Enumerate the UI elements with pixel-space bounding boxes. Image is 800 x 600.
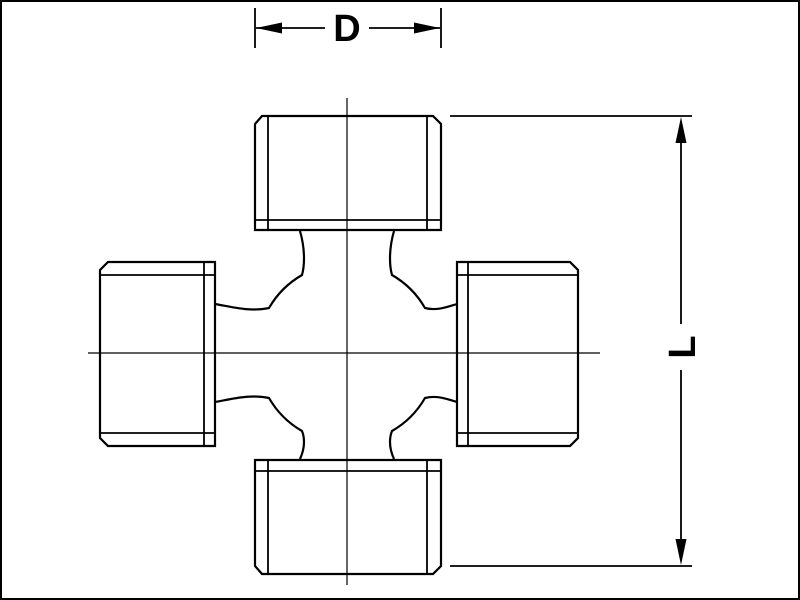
bottom-cup-outline bbox=[253, 458, 443, 576]
hub-fillet-bottom-right bbox=[388, 395, 458, 460]
length-dimension-label: L bbox=[662, 335, 704, 358]
center-axes bbox=[88, 98, 600, 585]
bottom-bearing-cup bbox=[253, 458, 443, 576]
central-hub bbox=[214, 230, 458, 460]
top-cup-outline bbox=[253, 114, 443, 232]
hub-fillet-bottom-left bbox=[214, 395, 306, 460]
right-cup-outline bbox=[455, 260, 580, 448]
left-cup-outline bbox=[98, 260, 217, 448]
diameter-dimension-label: D bbox=[333, 8, 360, 50]
hub-fillet-top-left bbox=[214, 230, 306, 311]
right-bearing-cup bbox=[455, 260, 580, 448]
left-arrowhead-icon bbox=[256, 22, 282, 34]
top-bearing-cup bbox=[253, 114, 443, 232]
left-bearing-cup bbox=[98, 260, 217, 448]
up-arrowhead-icon bbox=[675, 117, 687, 143]
length-dimension: L bbox=[450, 115, 704, 567]
diameter-dimension: D bbox=[254, 8, 442, 50]
hub-fillet-top-right bbox=[388, 230, 458, 311]
right-arrowhead-icon bbox=[414, 22, 440, 34]
down-arrowhead-icon bbox=[675, 539, 687, 565]
